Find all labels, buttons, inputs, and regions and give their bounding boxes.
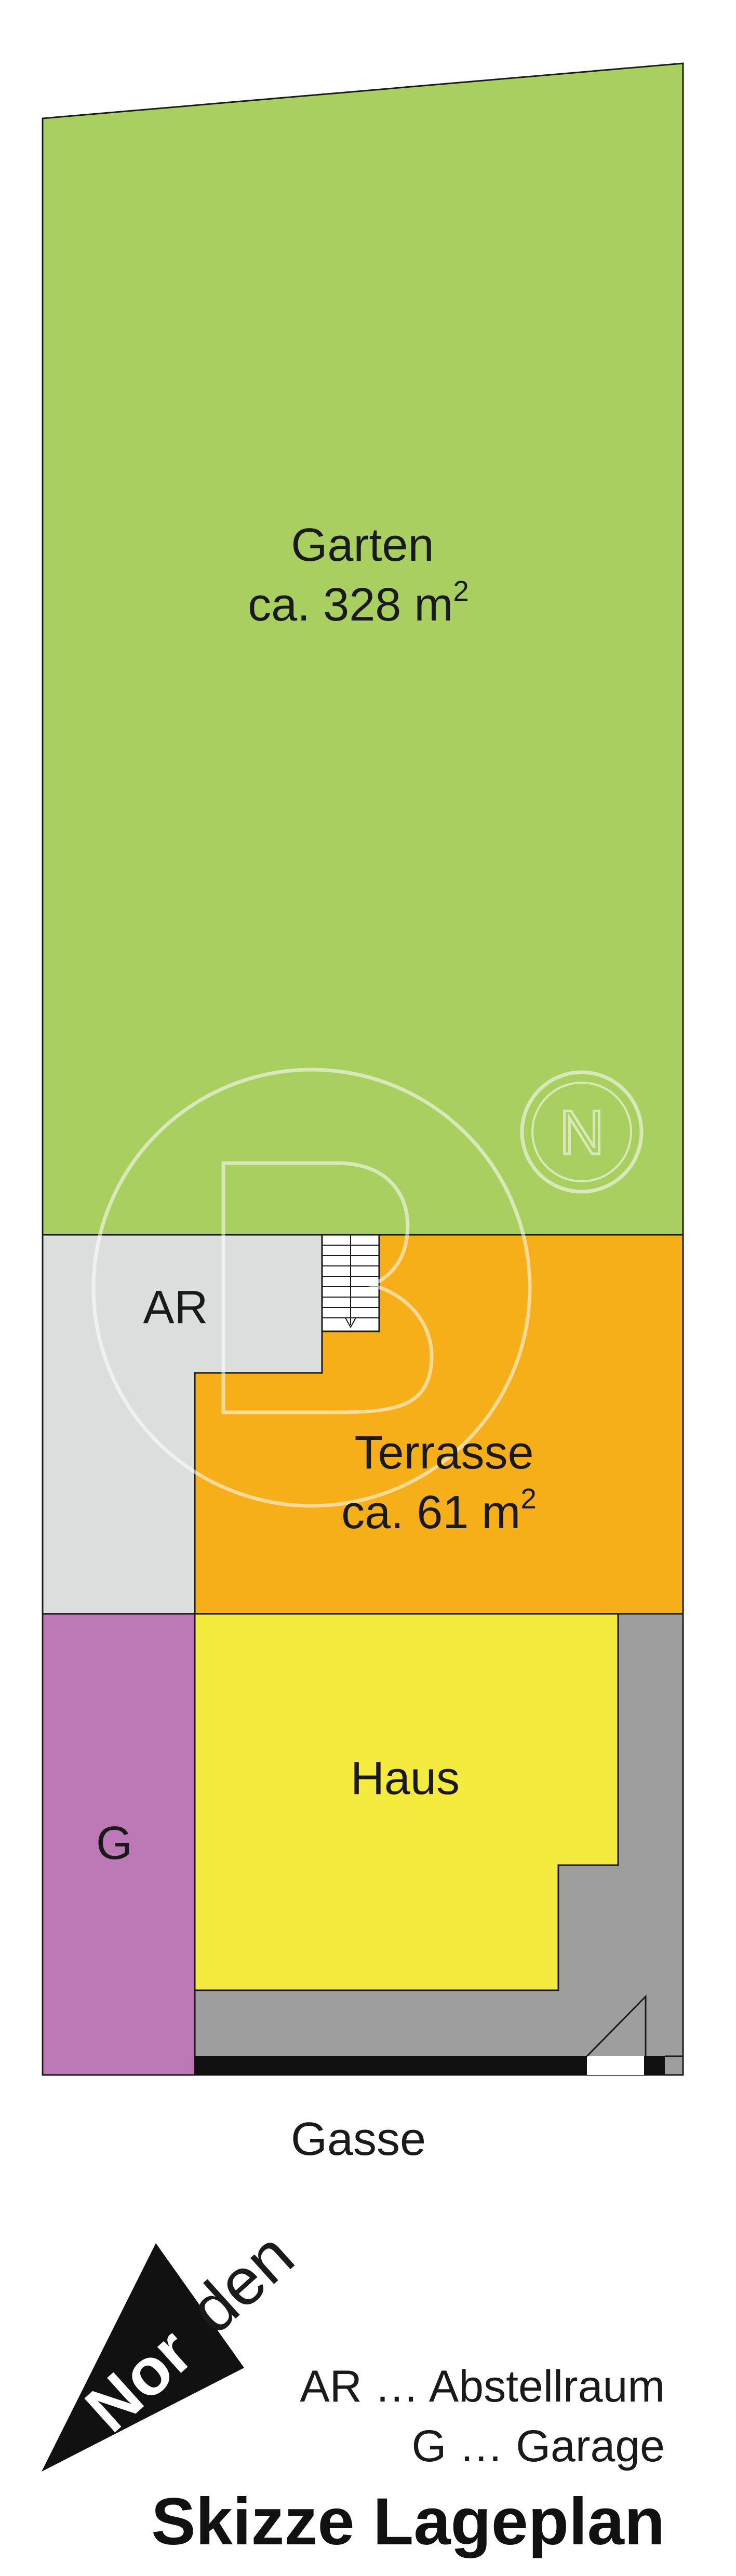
north-arrow: Nor den	[42, 2218, 307, 2472]
north-arrow-icon	[42, 2243, 244, 2472]
garage-label: G	[96, 1817, 132, 1869]
front-wall	[195, 2056, 587, 2075]
garage-area	[42, 1613, 196, 2076]
gate-swing-icon	[586, 1994, 647, 2057]
house-area	[194, 1613, 619, 1991]
terrace-label: Terrasse	[354, 1427, 533, 1479]
legend-line-1: AR … Abstellraum	[300, 2362, 665, 2411]
page-title: Skizze Lageplan	[151, 2485, 665, 2559]
garden-size: ca. 328 m2	[248, 575, 469, 631]
b-n-logo-watermark-icon: N	[91, 1068, 644, 1508]
terrace-size: ca. 61 m2	[341, 1482, 537, 1539]
garden-label: Garten	[291, 519, 434, 571]
house-label: Haus	[351, 1752, 460, 1804]
storage-label: AR	[143, 1282, 208, 1333]
legend-line-2: G … Garage	[411, 2421, 665, 2471]
gate-opening	[587, 2056, 644, 2075]
svg-text:N: N	[559, 1098, 605, 1167]
garden-area	[42, 62, 684, 1236]
stairs-icon	[321, 1234, 380, 1332]
street-label: Gasse	[291, 2113, 426, 2165]
front-wall-post	[644, 2056, 665, 2075]
